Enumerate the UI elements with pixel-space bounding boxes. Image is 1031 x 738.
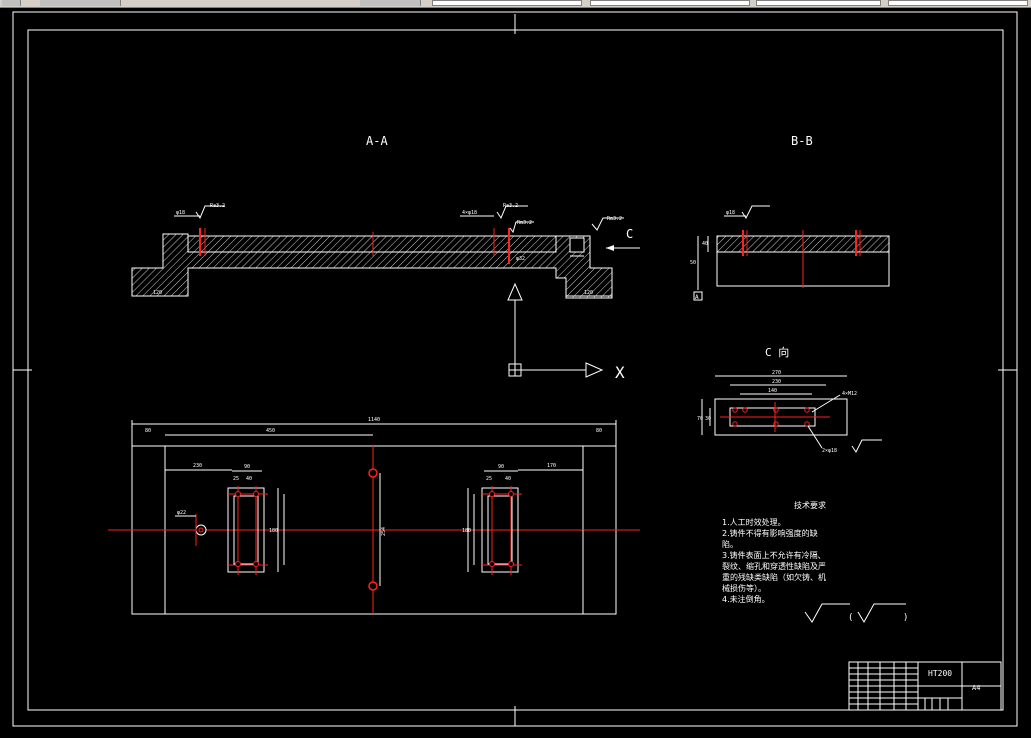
section-aa-title: A-A [366, 134, 388, 148]
svg-text:230: 230 [772, 379, 781, 385]
tool-icon-1[interactable] [2, 0, 21, 6]
svg-text:30: 30 [705, 416, 711, 422]
svg-text:120: 120 [153, 290, 162, 296]
svg-text:230: 230 [193, 463, 202, 469]
svg-text:φ18: φ18 [176, 210, 185, 216]
drawing-canvas[interactable]: A-A 120 120 φ18 Ra3.2 4×φ18 Ra3.2 Ra3.2 … [0, 8, 1031, 734]
technical-notes: 技术要求 1.人工时效处理。 2.铸件不得有影响强度的缺陷。 3.铸件表面上不允… [722, 500, 832, 605]
tool-icon-3[interactable] [360, 0, 421, 6]
svg-text:40: 40 [702, 241, 708, 247]
svg-text:40: 40 [246, 476, 252, 482]
svg-text:40: 40 [505, 476, 511, 482]
svg-text:120: 120 [584, 290, 593, 296]
svg-text:φ18: φ18 [726, 210, 735, 216]
view-c-title: C 向 [765, 345, 789, 359]
svg-text:140: 140 [768, 388, 777, 394]
section-aa-view: 120 120 φ18 Ra3.2 4×φ18 Ra3.2 Ra3.2 φ32 … [131, 203, 640, 299]
svg-text:4×M12: 4×M12 [842, 391, 857, 397]
view-c: 270 230 140 70 30 4×M12 2×φ18 [697, 370, 882, 454]
arrow-c-label: C [626, 227, 633, 241]
svg-text:70: 70 [697, 416, 703, 422]
section-bb-view: 40 50 A φ18 [690, 205, 890, 301]
svg-text:254: 254 [381, 527, 387, 536]
svg-text:90: 90 [244, 464, 250, 470]
svg-text:Ra3.2: Ra3.2 [517, 220, 532, 226]
svg-text:φ22: φ22 [177, 510, 186, 516]
title-part-code: A4 [972, 684, 980, 692]
linetype-dropdown[interactable] [756, 0, 881, 6]
svg-text:90: 90 [498, 464, 504, 470]
notes-item-2: 2.铸件不得有影响强度的缺陷。 [722, 529, 818, 549]
svg-text:φ32: φ32 [516, 256, 525, 262]
svg-text:80: 80 [596, 428, 602, 434]
svg-text:Ra3.2: Ra3.2 [607, 216, 622, 222]
tool-icon-2[interactable] [40, 0, 121, 6]
svg-text:50: 50 [690, 260, 696, 266]
section-aa-body [131, 233, 613, 299]
svg-text:270: 270 [772, 370, 781, 376]
cad-toolbar [0, 0, 1031, 8]
svg-text:80: 80 [145, 428, 151, 434]
notes-title: 技术要求 [794, 501, 826, 510]
roughness-symbols: ( ) [804, 603, 908, 623]
svg-text:25: 25 [486, 476, 492, 482]
svg-text:): ) [903, 613, 908, 623]
svg-text:4×φ18: 4×φ18 [462, 210, 477, 216]
svg-text:2×φ18: 2×φ18 [822, 448, 837, 454]
ucs-icon: X [507, 282, 625, 382]
title-material: HT200 [928, 669, 952, 678]
notes-item-3: 3.铸件表面上不允许有冷隔、裂纹、缩孔和穿透性缺陷及严重的残缺类缺陷（如欠铸、机… [722, 551, 826, 593]
color-dropdown[interactable] [590, 0, 750, 6]
svg-text:1140: 1140 [368, 417, 380, 423]
title-block: HT200 A4 [848, 661, 1002, 711]
svg-text:450: 450 [266, 428, 275, 434]
ucs-x-label: X [615, 363, 625, 382]
notes-item-1: 1.人工时效处理。 [722, 518, 786, 527]
svg-text:(: ( [848, 613, 853, 623]
lineweight-dropdown[interactable] [888, 0, 1028, 6]
plan-view: 1140 450 80 80 230 90 25 40 90 25 40 170… [108, 417, 640, 615]
notes-item-4: 4.未注倒角。 [722, 595, 770, 604]
svg-text:180: 180 [462, 528, 471, 534]
drawing-svg: A-A 120 120 φ18 Ra3.2 4×φ18 Ra3.2 Ra3.2 … [12, 11, 1018, 727]
layer-dropdown[interactable] [432, 0, 582, 6]
svg-text:25: 25 [233, 476, 239, 482]
section-bb-title: B-B [791, 134, 813, 148]
svg-text:180: 180 [269, 528, 278, 534]
datum-a-label: A [695, 294, 699, 301]
svg-text:170: 170 [547, 463, 556, 469]
